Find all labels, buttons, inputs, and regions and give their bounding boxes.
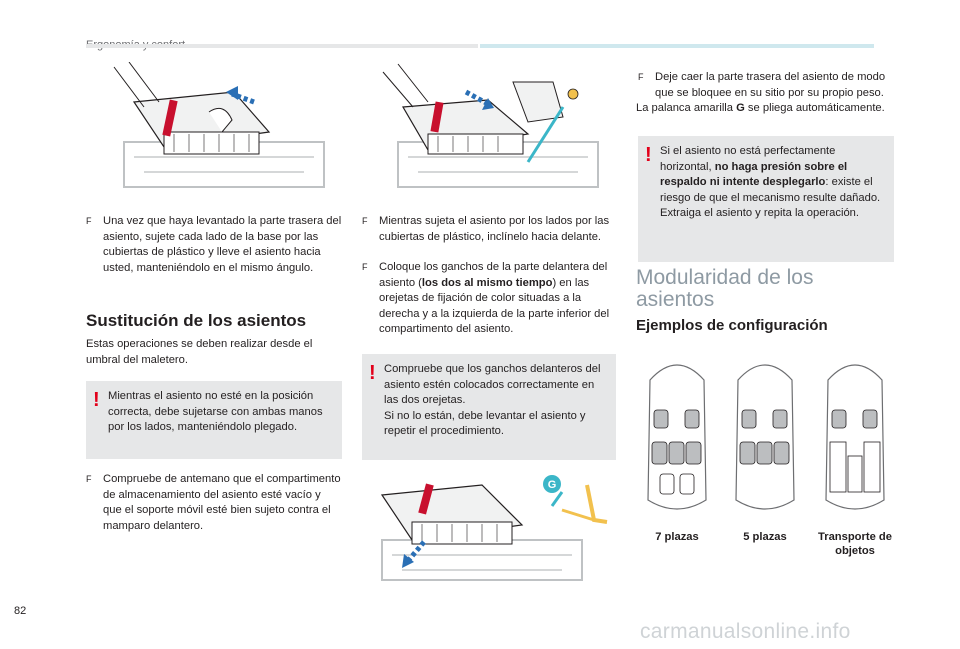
bullet-marker-icon: F bbox=[362, 262, 368, 272]
config-label-7-seats: 7 plazas bbox=[655, 531, 699, 543]
bullet-marker-icon: F bbox=[362, 216, 368, 226]
seat-pull-illustration bbox=[104, 62, 334, 192]
instruction-bullet-hooks: F Coloque los ganchos de la parte delant… bbox=[362, 261, 610, 335]
header-rule-accent bbox=[480, 44, 874, 48]
seat-lower-illustration: G bbox=[362, 470, 618, 585]
callout-g-label: G bbox=[548, 479, 557, 491]
emphasis-text: los dos al mismo tiempo bbox=[421, 276, 553, 289]
page-number: 82 bbox=[14, 605, 27, 617]
subheading-configuration-examples: Ejemplos de configuración bbox=[636, 317, 828, 334]
config-7-seats-diagram bbox=[640, 350, 714, 520]
config-5-seats-diagram bbox=[728, 350, 802, 520]
intro-paragraph: Estas operaciones se deben realizar desd… bbox=[86, 338, 313, 366]
warning-box-hooks: ! Compruebe que los ganchos delanteros d… bbox=[362, 354, 616, 460]
warning-icon: ! bbox=[93, 389, 100, 411]
warning-icon: ! bbox=[369, 362, 376, 384]
bullet-marker-icon: F bbox=[86, 474, 92, 484]
instruction-bullet-tilt: F Mientras sujeta el asiento por los lad… bbox=[362, 215, 610, 243]
instruction-bullet-check: F Compruebe de antemano que el compartim… bbox=[86, 473, 341, 532]
seat-tilt-illustration bbox=[378, 62, 603, 192]
header-rule bbox=[86, 44, 478, 48]
heading-seat-modularity: Modularidad de los asientos bbox=[636, 266, 814, 311]
warning-box-hold-seat: ! Mientras el asiento no esté en la posi… bbox=[86, 381, 342, 459]
lever-note: La palanca amarilla G se pliega automáti… bbox=[636, 102, 885, 114]
warning-box-horizontal: ! Si el asiento no está perfectamente ho… bbox=[638, 136, 894, 262]
section-heading-replacement: Sustitución de los asientos bbox=[86, 311, 307, 330]
config-label-cargo: Transporte de objetos bbox=[818, 531, 892, 557]
instruction-bullet-lift: F Una vez que haya levantado la parte tr… bbox=[86, 215, 342, 274]
config-cargo-diagram bbox=[818, 350, 892, 520]
bullet-marker-icon: F bbox=[638, 72, 644, 82]
config-label-5-seats: 5 plazas bbox=[743, 531, 787, 543]
instruction-bullet-drop: F Deje caer la parte trasera del asiento… bbox=[638, 71, 886, 99]
warning-icon: ! bbox=[645, 144, 652, 166]
bullet-marker-icon: F bbox=[86, 216, 92, 226]
warning-text: Mientras el asiento no esté en la posici… bbox=[108, 390, 323, 433]
watermark-text: carmanualsonline.info bbox=[640, 620, 851, 643]
